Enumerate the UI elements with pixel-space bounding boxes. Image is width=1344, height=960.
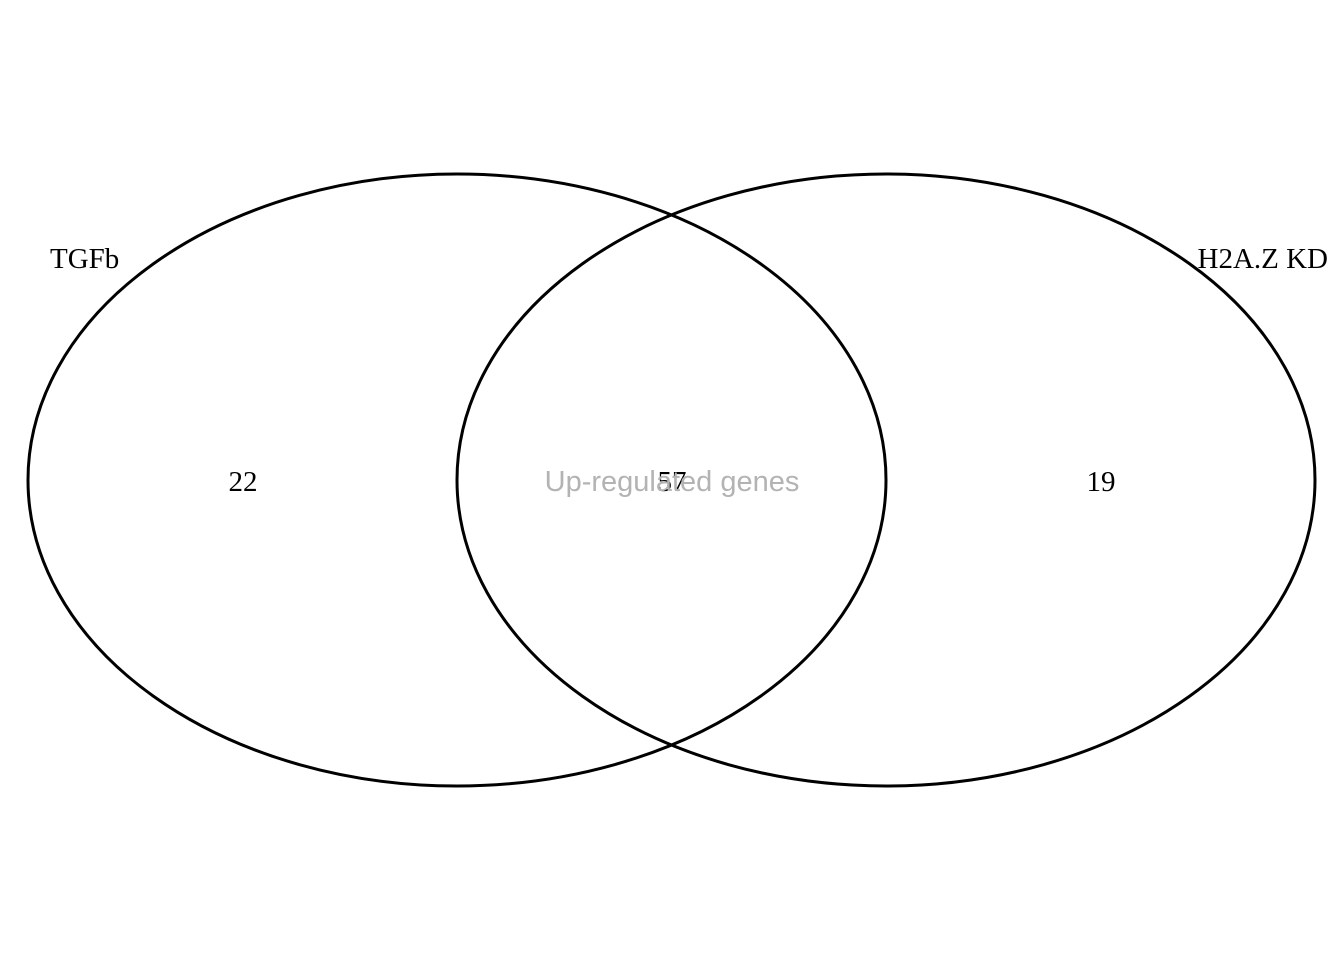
diagram-title: Up-regulated genes xyxy=(545,466,800,498)
count-only-tgfb: 22 xyxy=(229,466,258,498)
count-intersection: 57 xyxy=(658,466,687,498)
set-label-tgfb: TGFb xyxy=(50,243,119,275)
set-h2az-kd-circle xyxy=(455,172,1317,788)
set-label-h2az-kd: H2A.Z KD xyxy=(1198,243,1329,275)
count-only-h2az-kd: 19 xyxy=(1087,466,1116,498)
set-tgfb-circle xyxy=(26,172,888,788)
